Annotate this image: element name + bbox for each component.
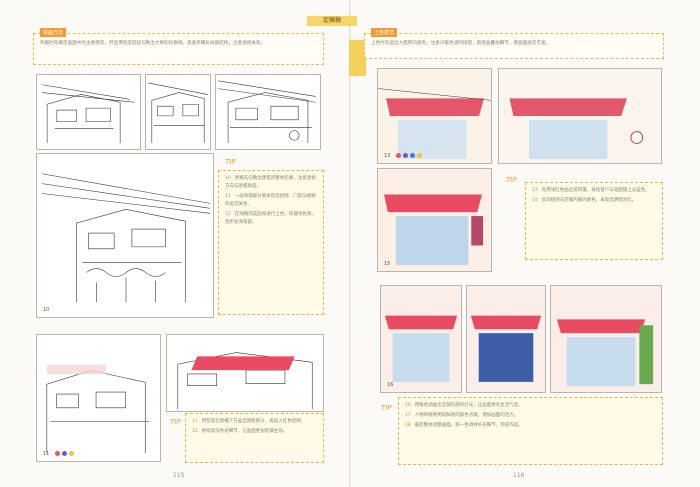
left-intro-box: 绘画方法 构图时先确定画面中的主要建筑，然后用铅笔轻轻勾勒出大致的轮廓线，再逐步… [33,28,324,65]
paint-panel-12 [166,334,324,412]
tip-label-left: TIP [225,158,236,166]
paint-panel-14 [498,68,662,164]
right-intro-box: 上色技法 上色时先画出大面积的底色，注意冷暖色调的搭配，再逐层叠加细节，使画面层… [364,28,664,59]
paint-panel-15: 15 [377,168,492,272]
paint-panel-16: 16 [380,285,462,393]
sketch-panel-2 [145,74,211,150]
step-num-15: 15 [384,261,391,267]
color-dots-13 [396,153,422,158]
page-gutter [349,0,351,487]
tip-label-right-2: TIP [381,404,392,412]
step-num-16: 16 [387,382,394,388]
color-dots-11 [55,451,74,456]
paint-panel-13: 13 [377,68,492,164]
side-tab [349,40,366,76]
paint-panel-17 [466,285,546,393]
sketch-panel-1 [36,74,141,150]
sketch-panel-3 [215,74,321,150]
chapter-tag: 定稿稿 [307,16,357,26]
left-intro-label: 绘画方法 [40,28,67,37]
tip-label-right: TIP [506,176,517,184]
paint-panel-11: 11 [36,334,161,462]
step-num-11: 11 [43,451,50,457]
sketch-panel-large: 10 [36,153,214,318]
right-intro-text: 上色时先画出大面积的底色，注意冷暖色调的搭配，再逐层叠加细节，使画面层次丰富。 [371,41,551,46]
step-num-10: 10 [43,307,50,313]
tip-label-left-2: TIP [170,418,181,426]
right-intro-label: 上色技法 [371,28,398,37]
left-intro-text: 构图时先确定画面中的主要建筑，然后用铅笔轻轻勾勒出大致的轮廓线，再逐步细化局部结… [40,41,266,46]
paint-panel-18 [550,285,662,393]
step-num-13: 13 [384,153,391,159]
page-number-right: 116 [513,472,525,479]
page-number-left: 115 [173,472,185,479]
